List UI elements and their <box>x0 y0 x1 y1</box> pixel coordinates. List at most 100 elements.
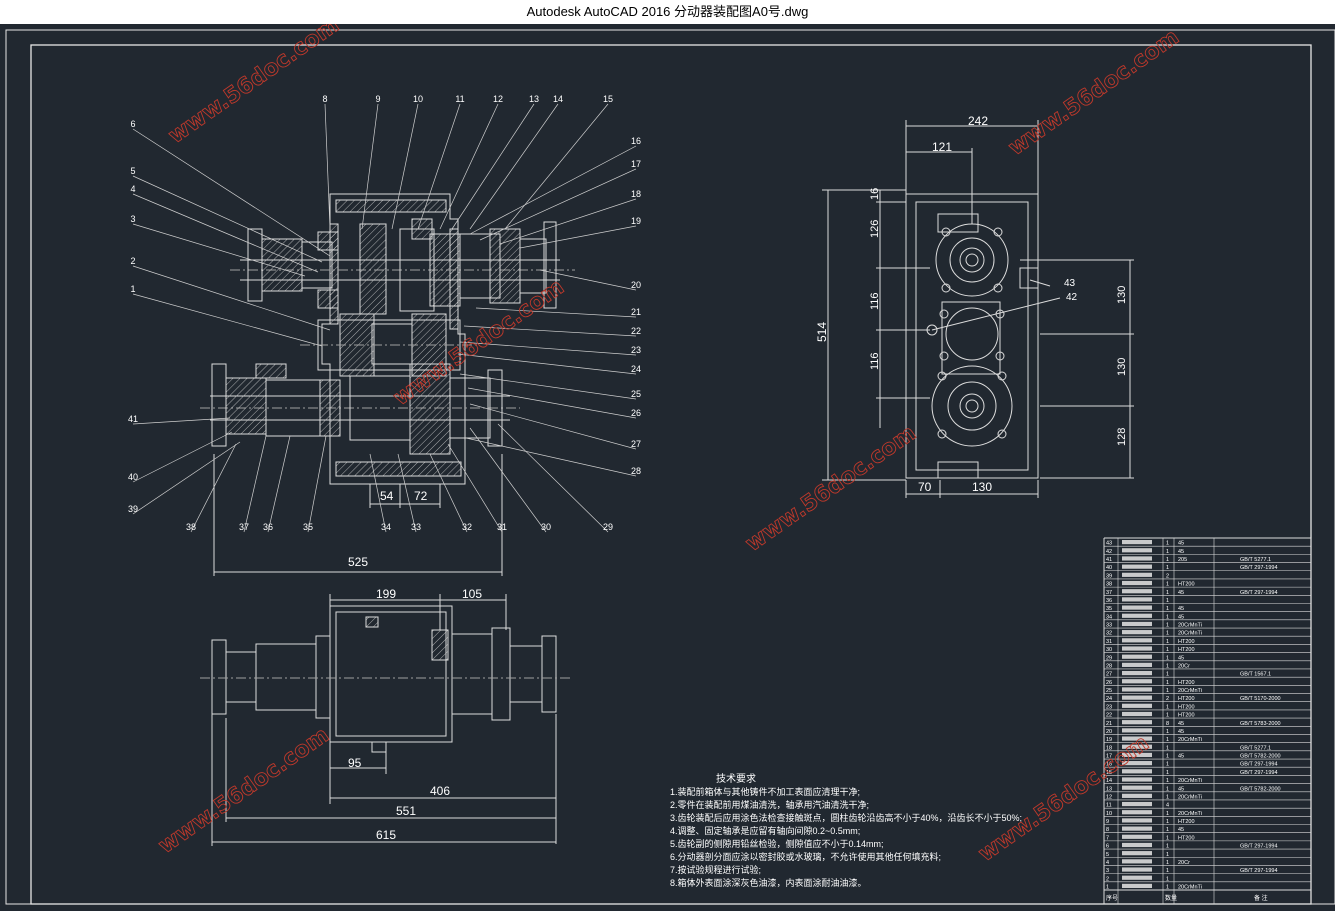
leader-line <box>361 103 379 230</box>
bom-cell: HT200 <box>1178 835 1195 841</box>
bom-cell: 11 <box>1106 803 1112 809</box>
bom-cell: 45 <box>1178 606 1184 612</box>
leader-line <box>457 353 637 375</box>
bom-cell: 26 <box>1106 680 1112 686</box>
bom-part-name <box>1122 630 1152 635</box>
bom-cell: 1 <box>1166 876 1169 882</box>
bom-cell: 18 <box>1106 745 1112 751</box>
bom-cell: GB/T 297-1994 <box>1240 868 1278 874</box>
bom-cell: 1 <box>1166 688 1169 694</box>
bom-cell: 27 <box>1106 672 1112 678</box>
bom-cell: HT200 <box>1178 713 1195 719</box>
bom-cell: 1 <box>1166 852 1169 858</box>
bom-part-name <box>1122 687 1152 692</box>
bom-part-name <box>1122 875 1152 880</box>
dim-54: 54 <box>380 489 394 503</box>
leader-line <box>132 223 306 277</box>
bom-cell: 20CrMnTi <box>1178 631 1202 637</box>
dim-128: 128 <box>1116 428 1128 446</box>
dim-199: 199 <box>376 587 396 601</box>
bom-cell: 1 <box>1166 606 1169 612</box>
technical-notes: 技术要求 1.装配前箱体与其他铸件不加工表面应清理干净; 2.零件在装配前用煤油… <box>670 772 1022 888</box>
bom-part-name <box>1122 556 1152 561</box>
bom-cell: 30 <box>1106 647 1112 653</box>
bom-cell: 205 <box>1178 557 1187 563</box>
dim-126: 126 <box>869 220 881 238</box>
bom-cell: 41 <box>1106 557 1112 563</box>
bom-cell: GB/T 297-1994 <box>1240 590 1278 596</box>
bom-part-name <box>1122 761 1152 766</box>
notes-title: 技术要求 <box>716 772 756 785</box>
bom-cell: 10 <box>1106 811 1112 817</box>
bom-cell: 45 <box>1178 541 1184 547</box>
bom-cell: 31 <box>1106 639 1112 645</box>
bom-cell: 1 <box>1166 794 1169 800</box>
bom-cell: 43 <box>1106 541 1112 547</box>
dim-16: 16 <box>869 188 881 200</box>
bom-cell: 29 <box>1106 655 1112 661</box>
bom-cell: HT200 <box>1178 696 1195 702</box>
bom-cell: 8 <box>1166 721 1169 727</box>
bom-cell: 5 <box>1106 852 1109 858</box>
bom-cell: 1 <box>1166 762 1169 768</box>
bom-cell: 20CrMnTi <box>1178 688 1202 694</box>
bom-cell: 25 <box>1106 688 1112 694</box>
bom-cell: 21 <box>1106 721 1112 727</box>
bom-part-name <box>1122 793 1152 798</box>
dim-525: 525 <box>348 555 368 569</box>
bom-part-name <box>1122 613 1152 618</box>
dim-406: 406 <box>430 784 450 798</box>
part-balloon: 9 <box>375 94 380 104</box>
bom-cell: 1 <box>1166 680 1169 686</box>
top-view <box>200 594 570 846</box>
part-balloon: 36 <box>263 522 273 532</box>
leader-line <box>132 431 233 483</box>
bom-part-name <box>1122 589 1152 594</box>
leader-line <box>132 175 323 263</box>
bom-cell: 36 <box>1106 598 1112 604</box>
dim-615: 615 <box>376 828 396 842</box>
bom-cell: 序号 <box>1106 894 1118 902</box>
bom-cell: GB/T 5277.1 <box>1240 557 1271 563</box>
bom-cell: 1 <box>1166 623 1169 629</box>
bom-cell: 45 <box>1178 786 1184 792</box>
bom-cell: 35 <box>1106 606 1112 612</box>
bom-part-name <box>1122 540 1152 545</box>
bom-cell: 20CrMnTi <box>1178 885 1202 891</box>
bom-part-name <box>1122 605 1152 610</box>
bom-cell: 6 <box>1106 844 1109 850</box>
leader-line <box>497 423 609 533</box>
bom-part-name <box>1122 711 1152 717</box>
bom-part-name <box>1122 859 1152 864</box>
front-section-view <box>200 193 575 576</box>
part-balloon: 11 <box>455 94 464 104</box>
leader-line <box>132 293 323 347</box>
leader-line <box>369 453 387 533</box>
leader-line <box>439 103 499 230</box>
watermarks: www.56doc.com www.56doc.com www.56doc.co… <box>154 12 1185 867</box>
bom-part-name <box>1122 580 1152 586</box>
dim-130-lower: 130 <box>1116 358 1128 376</box>
bom-part-name <box>1122 826 1152 831</box>
leader-line <box>132 265 331 331</box>
part-balloon: 3 <box>130 214 135 224</box>
bom-cell: 1 <box>1166 786 1169 792</box>
bom-cell: 1 <box>1166 631 1169 637</box>
part-balloon: 30 <box>541 522 551 532</box>
leader-line <box>132 441 241 515</box>
bom-cell: 2 <box>1166 573 1169 579</box>
bom-cell: 数量 <box>1165 894 1177 902</box>
bom-cell: 1 <box>1166 819 1169 825</box>
bom-cell: 20Cr <box>1178 860 1190 866</box>
bom-cell: 22 <box>1106 713 1112 719</box>
bom-part-name <box>1122 810 1152 815</box>
bom-cell: 1 <box>1166 672 1169 678</box>
bom-cell: 20Cr <box>1178 663 1190 669</box>
part-balloon: 28 <box>631 466 641 476</box>
bom-part-name <box>1122 646 1152 651</box>
dim-130-bottom: 130 <box>972 480 992 494</box>
bom-cell: 3 <box>1106 868 1109 874</box>
